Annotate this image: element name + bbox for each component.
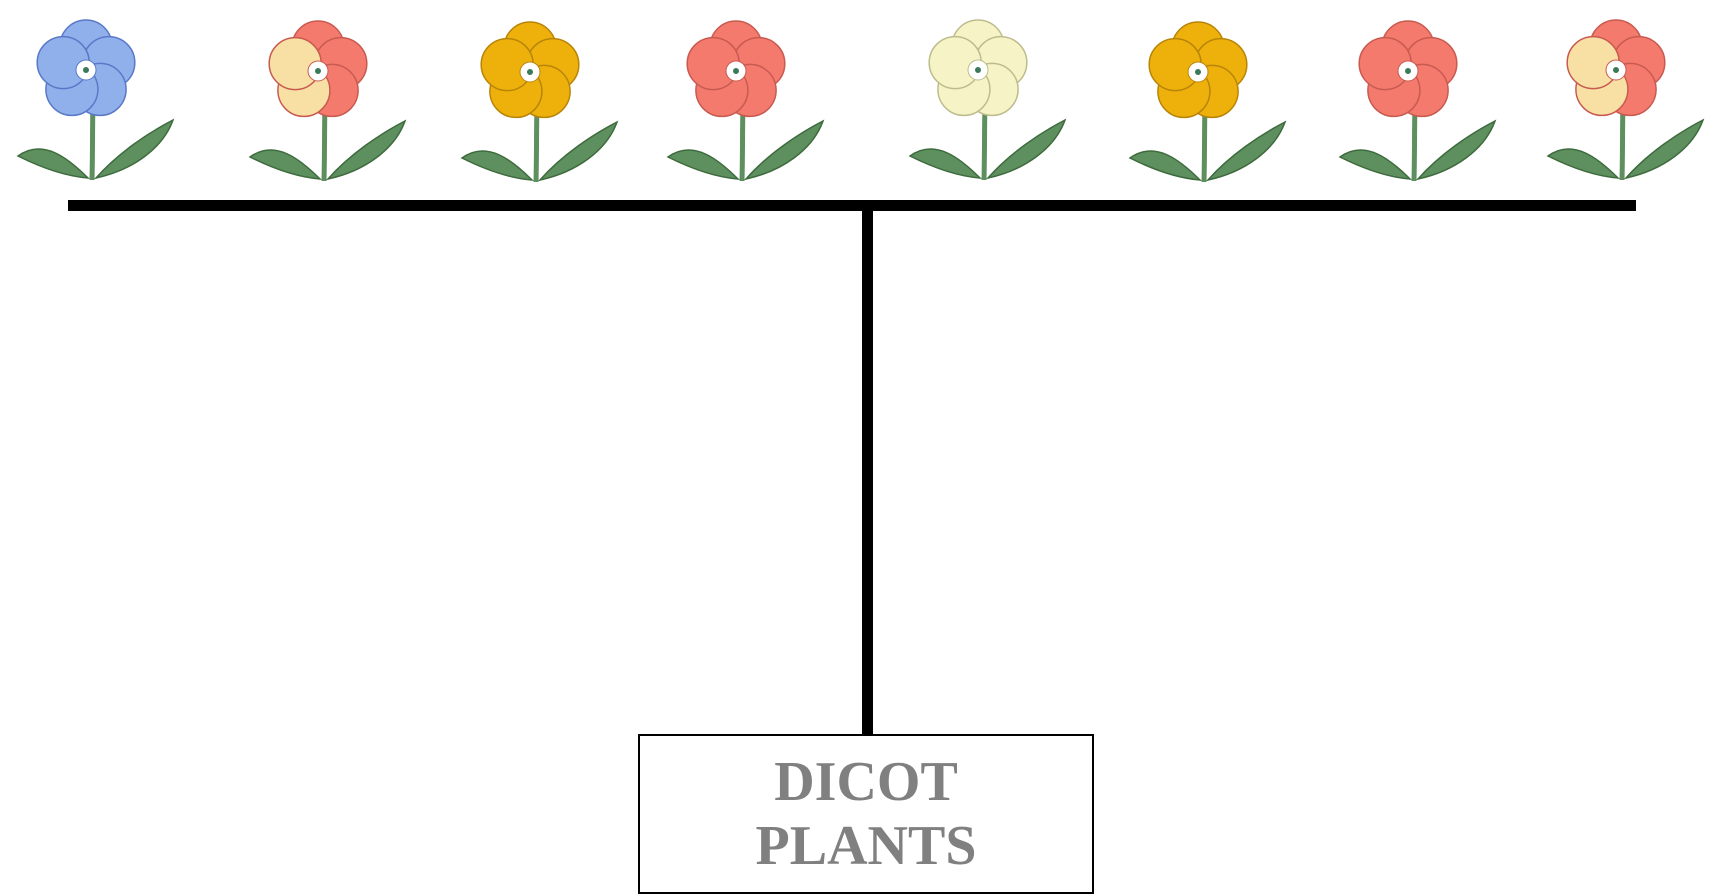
flower-icon bbox=[1546, 19, 1705, 181]
dicot-plants-label: DICOT PLANTS bbox=[755, 751, 977, 877]
flower-icon bbox=[908, 19, 1067, 181]
horizontal-connector-line bbox=[68, 200, 1636, 211]
vertical-connector-line bbox=[862, 205, 873, 735]
flower-icon bbox=[460, 21, 619, 183]
flower-icon bbox=[1128, 21, 1287, 183]
flower-icon bbox=[1338, 20, 1497, 182]
flower-icon bbox=[248, 20, 407, 182]
flower-icon bbox=[16, 19, 175, 181]
flower-icon bbox=[666, 20, 825, 182]
dicot-plants-box: DICOT PLANTS bbox=[638, 734, 1094, 894]
